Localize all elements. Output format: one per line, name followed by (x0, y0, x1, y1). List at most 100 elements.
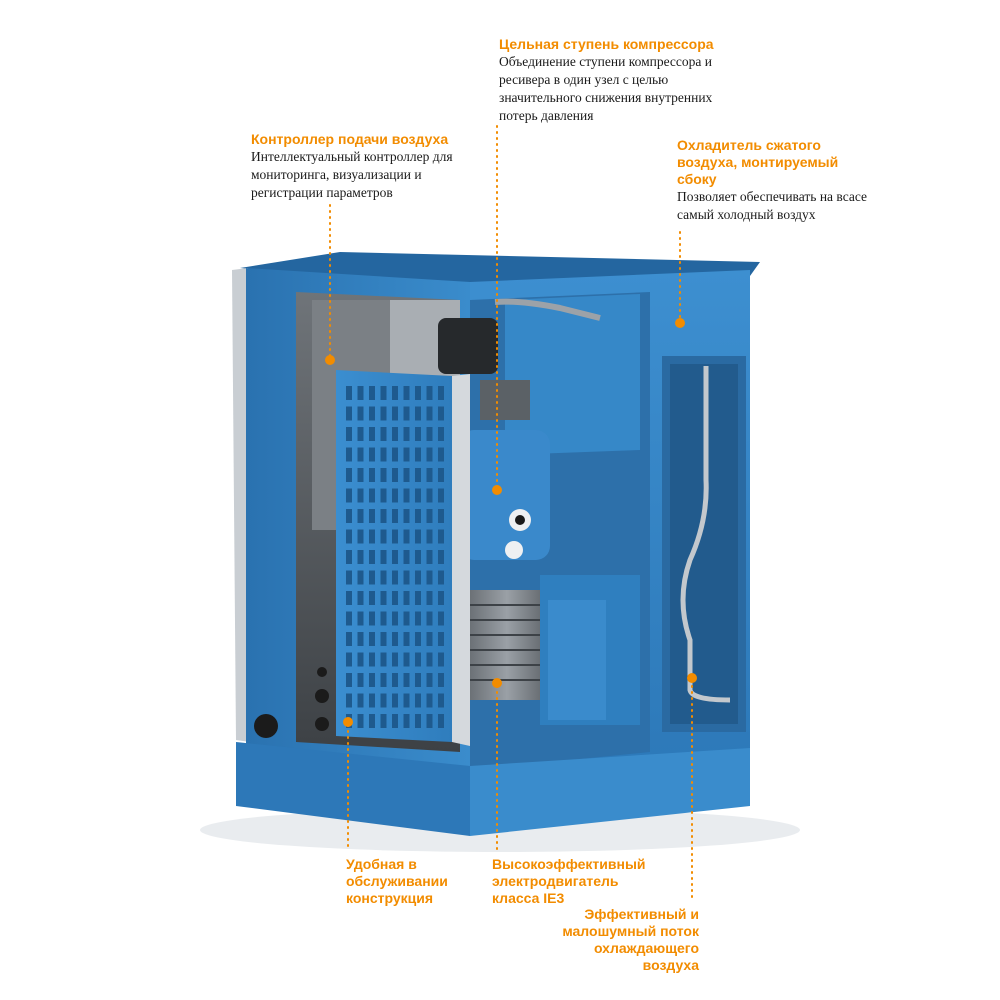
grille-slot (357, 591, 364, 605)
grille-slot (346, 468, 352, 482)
motor-housing (452, 590, 562, 700)
grille-slot (403, 427, 410, 441)
callout-title: Контроллер подачи воздуха (251, 131, 449, 147)
grille-slot (357, 714, 364, 728)
compressor-block (460, 430, 550, 560)
grille-slot (438, 386, 444, 400)
grille-slot (392, 406, 398, 421)
grille-slot (369, 673, 375, 687)
callout-compressor-stage: Цельная ступень компрессора Объединение … (499, 36, 759, 125)
grille-slot (403, 509, 410, 523)
grille-slot (369, 447, 375, 462)
grille-slots (346, 386, 444, 728)
callout-desc-line: значительного снижения внутренних (499, 90, 713, 105)
grille-slot (380, 591, 387, 605)
grille-slot (415, 447, 421, 462)
grille-slot (426, 611, 433, 626)
grille-slot (426, 550, 433, 564)
grille-slot (369, 591, 375, 605)
grille-slot (369, 570, 375, 585)
grille-slot (380, 570, 387, 585)
compressor-port-1-inner (515, 515, 525, 525)
grille-slot (369, 652, 375, 667)
grille-slot (357, 570, 364, 585)
grille-slot (380, 509, 387, 523)
leader-lines (329, 125, 693, 901)
grille-slot (346, 570, 352, 585)
grille-slot (380, 529, 387, 544)
grille-slot (357, 427, 364, 441)
callout-service-design: Удобная в обслуживании конструкция (346, 856, 506, 907)
callout-title-line: охлаждающего (593, 940, 699, 956)
callout-cooling-flow: Эффективный и малошумный поток охлаждающ… (520, 906, 699, 974)
grille-slot (357, 447, 364, 462)
grille-slot (380, 488, 387, 503)
compressor-pipe (480, 380, 530, 420)
grille-slot (438, 591, 444, 605)
callout-desc-line: Интеллектуальный контроллер для (251, 149, 453, 164)
grille-slot (357, 550, 364, 564)
grille-slot (415, 570, 421, 585)
grille-slot (369, 427, 375, 441)
callout-motor: Высокоэффективный электродвигатель класс… (492, 856, 672, 907)
grille-slot (357, 652, 364, 667)
grille-slot (369, 509, 375, 523)
grille-slot (392, 509, 398, 523)
grille-slot (426, 632, 433, 646)
grille-slot (403, 693, 410, 708)
top-air-pipe (494, 298, 601, 321)
grille-slot (346, 652, 352, 667)
grille-slot (426, 386, 433, 400)
grille-slot (438, 611, 444, 626)
grille-slot (380, 550, 387, 564)
grille-slot (403, 652, 410, 667)
center-upper-block (505, 294, 640, 455)
callout-desc-line: регистрации параметров (251, 185, 393, 200)
cabinet-hole-2 (315, 689, 329, 703)
callout-desc-line: мониторинга, визуализации и (251, 167, 422, 182)
grille-slot (380, 611, 387, 626)
grille-slot (438, 673, 444, 687)
grille-slot (403, 550, 410, 564)
grille-slot (403, 386, 410, 400)
callout-title-line: Эффективный и (584, 906, 699, 922)
grille-slot (357, 529, 364, 544)
grille-slot (346, 632, 352, 646)
grille-slot (403, 488, 410, 503)
grille-slot (403, 447, 410, 462)
grille-slot (415, 611, 421, 626)
grille-slot (380, 652, 387, 667)
grille-slot (438, 570, 444, 585)
grille-slot (415, 673, 421, 687)
callout-title-line: Высокоэффективный (492, 856, 646, 872)
callout-desc-line: потерь давления (499, 108, 594, 123)
grille-slot (403, 714, 410, 728)
motor-bracket-face (548, 600, 606, 720)
grille-slot (438, 632, 444, 646)
leader-dots (325, 318, 697, 727)
grille-slot (415, 693, 421, 708)
grille-slot (357, 611, 364, 626)
grille-slot (346, 509, 352, 523)
callout-title-line: Охладитель сжатого (677, 137, 821, 153)
callout-title-line: Удобная в (346, 856, 417, 872)
grille-slot (392, 550, 398, 564)
grille-slot (380, 693, 387, 708)
grille-slot (357, 406, 364, 421)
grille-slot (380, 632, 387, 646)
grille-slot (380, 406, 387, 421)
grille-slot (392, 611, 398, 626)
grille-slot (346, 550, 352, 564)
callout-title: Цельная ступень компрессора (499, 36, 714, 52)
grille-slot (346, 611, 352, 626)
cabinet-hole-3 (315, 717, 329, 731)
grille-slot (392, 714, 398, 728)
callout-title-line: малошумный поток (562, 923, 699, 939)
callout-air-controller: Контроллер подачи воздуха Интеллектуальн… (251, 131, 491, 202)
grille-slot (392, 386, 398, 400)
grille-slot (415, 406, 421, 421)
grille-slot (357, 468, 364, 482)
callout-title-line: воздуха, монтируемый (677, 154, 839, 170)
grille-slot (357, 509, 364, 523)
